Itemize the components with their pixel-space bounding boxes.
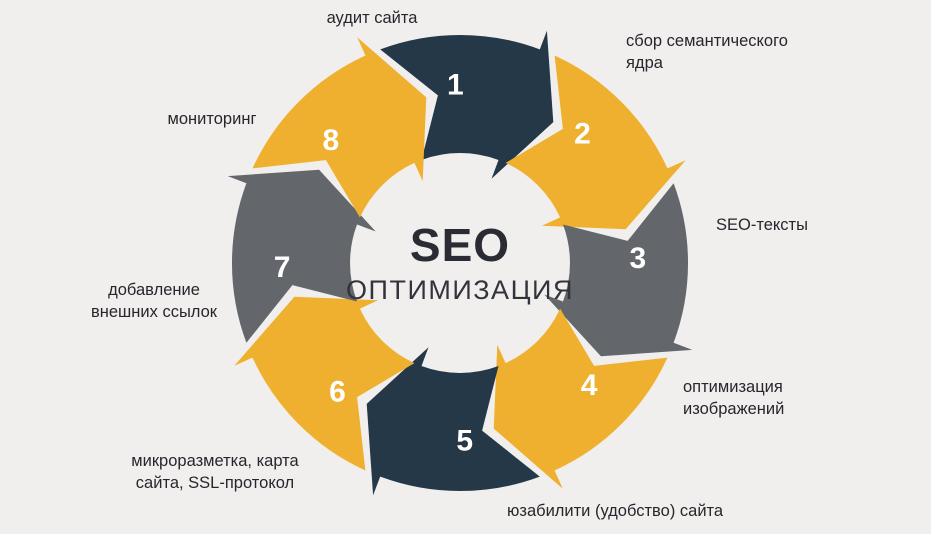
step-label-seo-texts: SEO-тексты [716, 216, 808, 234]
step-number-8: 8 [323, 124, 340, 157]
arrow-step-3 [544, 183, 693, 357]
step-number-1: 1 [447, 69, 464, 102]
arrow-step-4 [493, 308, 668, 489]
arrow-step-5 [366, 347, 540, 496]
diagram-center-title: SEO ОПТИМИЗАЦИЯ [346, 218, 574, 306]
step-number-4: 4 [581, 369, 598, 402]
center-title-subtitle: ОПТИМИЗАЦИЯ [346, 275, 574, 305]
center-title-seo: SEO [409, 219, 511, 271]
step-label-backlinks: добавление внешних ссылок [90, 281, 218, 321]
step-number-6: 6 [329, 376, 346, 409]
step-label-images: оптимизация изображений [683, 378, 785, 418]
step-number-3: 3 [630, 242, 647, 275]
step-label-usability: юзабилити (удобство) сайта [507, 502, 724, 520]
arrow-step-7 [227, 169, 376, 343]
arrow-step-6 [234, 296, 415, 471]
step-label-audit: аудит сайта [326, 9, 418, 27]
step-label-semantics: сбор семантического ядра [626, 32, 788, 72]
step-label-monitoring: мониторинг [167, 110, 257, 128]
step-number-2: 2 [574, 117, 591, 150]
step-label-microdata: микроразметка, карта сайта, SSL-протокол [131, 452, 299, 492]
arrow-step-8 [252, 37, 427, 218]
step-number-7: 7 [274, 251, 291, 284]
step-number-5: 5 [456, 424, 473, 457]
arrow-step-1 [380, 30, 554, 179]
arrow-step-2 [505, 55, 686, 230]
